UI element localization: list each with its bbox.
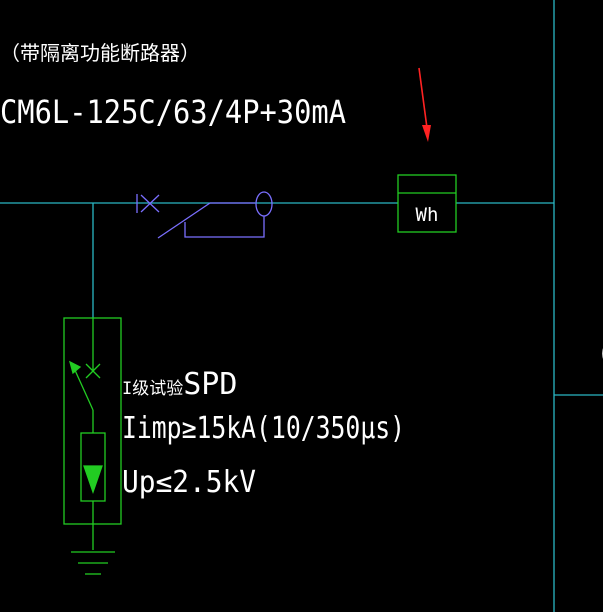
breaker-rcd-coil bbox=[255, 191, 273, 217]
spd-switch-blade bbox=[73, 367, 94, 411]
spd-assembly[interactable] bbox=[63, 317, 122, 550]
spd-up-spec: Up≤2.5kV bbox=[122, 465, 256, 500]
spd-cross-b bbox=[85, 363, 101, 379]
breaker-note: （带隔离功能断路器） bbox=[0, 41, 200, 65]
ground-symbol bbox=[71, 551, 115, 575]
breaker-blade bbox=[157, 202, 211, 239]
spd-title-en: SPD bbox=[183, 367, 237, 402]
annotation-arrow bbox=[418, 67, 431, 142]
spd-diode-triangle bbox=[83, 465, 103, 494]
breaker-rcd-link bbox=[184, 216, 265, 238]
energy-meter[interactable]: Wh bbox=[397, 174, 457, 233]
meter-label: Wh bbox=[416, 204, 439, 226]
breaker-model: CM6L-125C/63/4P+30mA bbox=[0, 93, 346, 131]
meter-box bbox=[397, 174, 457, 233]
spd-imp-spec: Iimp≥15kA(10/350μs) bbox=[122, 411, 405, 446]
breaker-cross-b bbox=[140, 194, 160, 213]
spd-arrow-head bbox=[68, 360, 82, 375]
spd-title-cn: I级试验 bbox=[122, 379, 183, 399]
breaker-symbol[interactable] bbox=[136, 191, 273, 239]
edge-partial-text: ( bbox=[596, 336, 603, 371]
spd-title: I级试验SPD bbox=[122, 367, 237, 402]
